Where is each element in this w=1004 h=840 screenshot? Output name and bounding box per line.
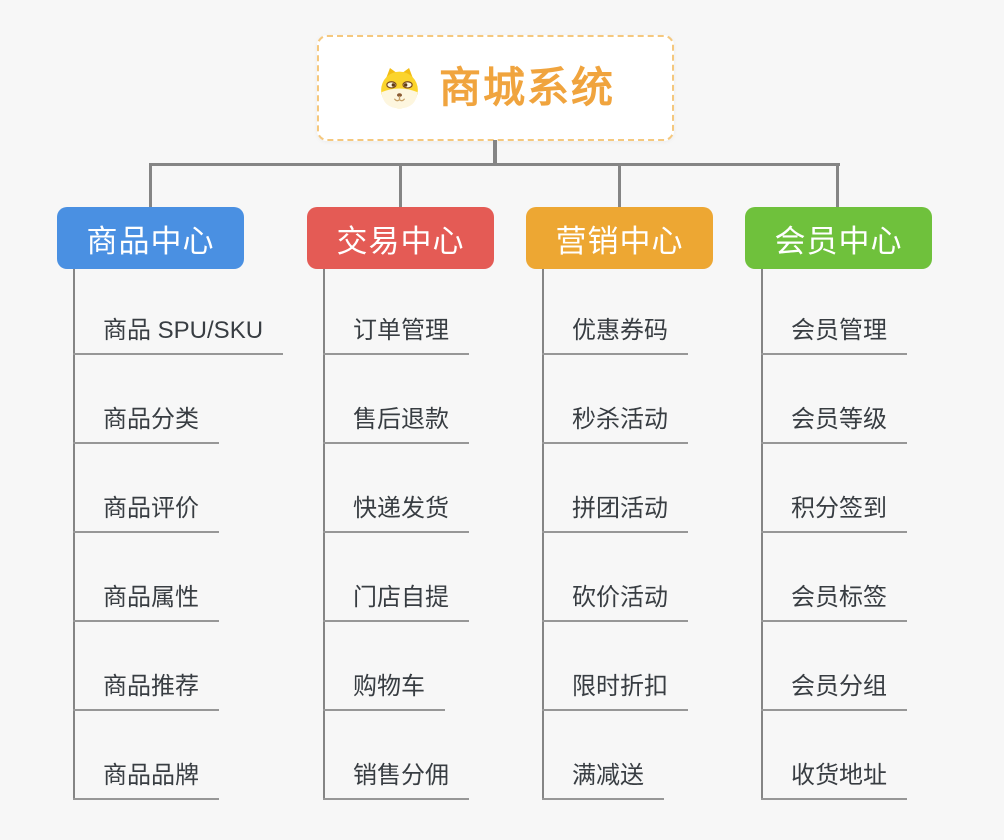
subtopic[interactable]: 商品品牌	[73, 711, 244, 800]
subtopic-label: 收货地址	[761, 762, 907, 800]
subtopic-label: 商品分类	[73, 406, 219, 444]
subtopic-label: 售后退款	[323, 406, 469, 444]
subtopic-label: 会员等级	[761, 406, 907, 444]
connector-branch-trunk	[542, 269, 544, 800]
subtopic[interactable]: 会员等级	[761, 355, 932, 444]
connector-drop-product-center	[149, 163, 152, 209]
subtopic-label: 订单管理	[323, 317, 469, 355]
connector-drop-marketing-center	[618, 163, 621, 209]
subtopic[interactable]: 门店自提	[323, 533, 494, 622]
subtopic-label: 优惠券码	[542, 317, 688, 355]
branch-topic-marketing-center[interactable]: 营销中心	[526, 207, 713, 269]
branch-topic-trade-center[interactable]: 交易中心	[307, 207, 494, 269]
subtopic-label: 会员标签	[761, 584, 907, 622]
branch-topic-label: 商品中心	[86, 223, 215, 259]
subtopic[interactable]: 会员管理	[761, 269, 932, 355]
subtopic[interactable]: 积分签到	[761, 444, 932, 533]
subtopic[interactable]: 商品评价	[73, 444, 244, 533]
subtopic-label: 商品属性	[73, 584, 219, 622]
subtopic-label: 积分签到	[761, 495, 907, 533]
subtopic-label: 商品品牌	[73, 762, 219, 800]
subtopic[interactable]: 销售分佣	[323, 711, 494, 800]
branch-topic-member-center[interactable]: 会员中心	[745, 207, 932, 269]
subtopic[interactable]: 优惠券码	[542, 269, 713, 355]
subtopic-label: 秒杀活动	[542, 406, 688, 444]
subtopic[interactable]: 秒杀活动	[542, 355, 713, 444]
subtopic[interactable]: 满减送	[542, 711, 713, 800]
subtopic[interactable]: 商品分类	[73, 355, 244, 444]
subtopic-label: 门店自提	[323, 584, 469, 622]
branch-topic-label: 营销中心	[555, 223, 684, 259]
subtopic-label: 拼团活动	[542, 495, 688, 533]
subtopic-label: 砍价活动	[542, 584, 688, 622]
root-topic[interactable]: 商城系统	[317, 35, 674, 141]
subtopic-list: 会员管理会员等级积分签到会员标签会员分组收货地址	[761, 269, 932, 800]
branch-topic-label: 交易中心	[336, 223, 465, 259]
connector-drop-member-center	[836, 163, 839, 209]
subtopic-label: 购物车	[323, 673, 445, 711]
connector-branch-trunk	[323, 269, 325, 800]
subtopic-label: 销售分佣	[323, 762, 469, 800]
subtopic-label: 商品评价	[73, 495, 219, 533]
subtopic-list: 商品 SPU/SKU 商品分类商品评价商品属性商品推荐商品品牌	[73, 269, 284, 800]
root-topic-label: 商城系统	[438, 64, 615, 111]
subtopic-label: 会员管理	[761, 317, 907, 355]
subtopic[interactable]: 购物车	[323, 622, 494, 711]
subtopic[interactable]: 订单管理	[323, 269, 494, 355]
subtopic-label: 商品 SPU/SKU	[73, 317, 284, 355]
subtopic[interactable]: 会员标签	[761, 533, 932, 622]
subtopic[interactable]: 拼团活动	[542, 444, 713, 533]
subtopic-label: 限时折扣	[542, 673, 688, 711]
subtopic-label: 商品推荐	[73, 673, 219, 711]
subtopic[interactable]: 商品推荐	[73, 622, 244, 711]
subtopic[interactable]: 会员分组	[761, 622, 932, 711]
subtopic-label: 快递发货	[323, 495, 469, 533]
subtopic-list: 优惠券码秒杀活动拼团活动砍价活动限时折扣满减送	[542, 269, 713, 800]
subtopic[interactable]: 快递发货	[323, 444, 494, 533]
subtopic-label: 会员分组	[761, 673, 907, 711]
connector-branch-trunk	[761, 269, 763, 800]
subtopic[interactable]: 收货地址	[761, 711, 932, 800]
subtopic-list: 订单管理售后退款快递发货门店自提购物车销售分佣	[323, 269, 494, 800]
branch-topic-product-center[interactable]: 商品中心	[57, 207, 244, 269]
connector-root-trunk	[493, 140, 497, 165]
subtopic[interactable]: 砍价活动	[542, 533, 713, 622]
subtopic[interactable]: 商品 SPU/SKU	[73, 269, 284, 355]
branch-topic-label: 会员中心	[774, 223, 903, 259]
subtopic[interactable]: 售后退款	[323, 355, 494, 444]
subtopic[interactable]: 商品属性	[73, 533, 244, 622]
connector-bus	[149, 163, 840, 166]
subtopic[interactable]: 限时折扣	[542, 622, 713, 711]
subtopic-label: 满减送	[542, 762, 664, 800]
connector-drop-trade-center	[399, 163, 402, 209]
dog-face-icon	[381, 67, 418, 108]
connector-branch-trunk	[73, 269, 75, 800]
